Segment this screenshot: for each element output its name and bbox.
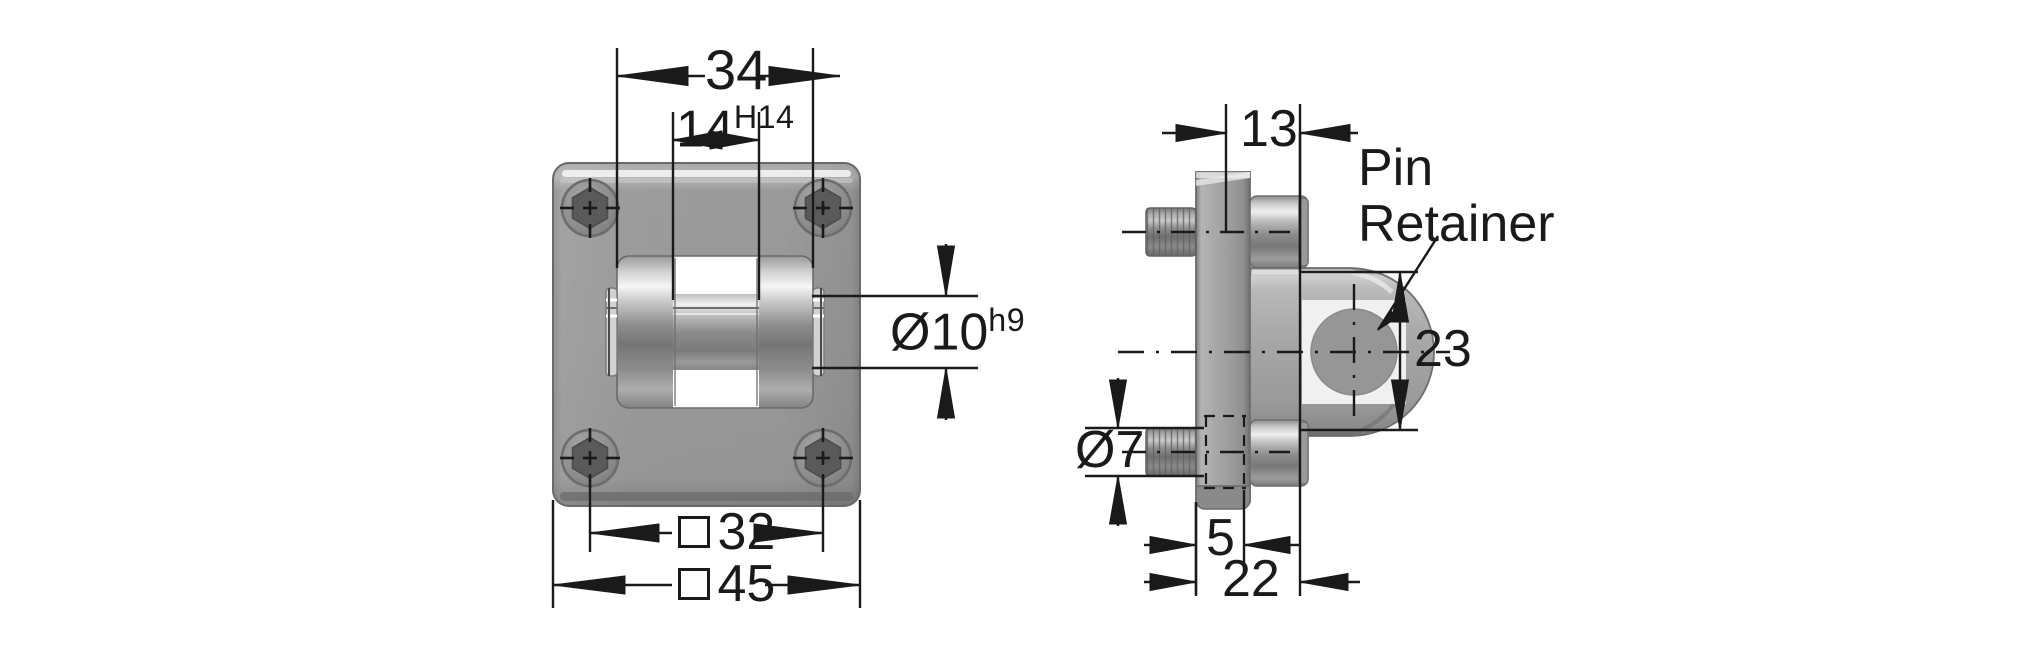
dim-dia7 [1085,378,1204,526]
dim-label-dia7: Ø7 [1075,421,1145,479]
square-symbol-icon-2 [678,567,711,600]
dim-dia10 [812,244,978,420]
dim-label-34: 34 [705,38,768,101]
pin-retainer-left [605,287,618,377]
pin-retainer-annotation: Pin Retainer [1358,140,1555,252]
dim-label-dia10-value: Ø10 [890,303,989,362]
square-symbol-icon [678,515,711,548]
centre-lines [1118,230,1450,454]
dim-22 [1144,132,1360,596]
dim-14 [671,112,761,300]
pin-retainer-right [812,287,825,377]
bolt-bottom-left [560,428,620,488]
pin-retainer-line-1: Pin [1358,139,1434,197]
dim-45 [551,500,862,608]
dim-label-dia10-tolerance: h9 [988,302,1026,338]
dim-label-45: 45 [678,558,775,610]
dim-label-14: 14H14 [676,101,794,155]
dim-label-13: 13 [1240,100,1298,158]
dim-32 [588,486,825,552]
hidden-bore-outline [1204,414,1246,490]
bolt-group [560,178,853,488]
dim-label-14-value: 14 [676,100,734,159]
dim-34 [615,48,841,268]
bolt-top-right [793,178,853,238]
dim-label-23: 23 [1414,320,1472,378]
dim-label-14-tolerance: H14 [733,99,795,135]
dim-label-32: 32 [678,506,775,558]
pin-retainer-leader [1376,235,1440,331]
bolt-bottom-right [793,428,853,488]
dim-label-5: 5 [1206,509,1235,567]
front-view-geometry [552,162,861,507]
bolt-top-left [560,178,620,238]
dim-label-22: 22 [1222,550,1280,608]
pin-retainer-line-2: Retainer [1358,195,1555,254]
dim-label-45-value: 45 [717,555,776,613]
dim-label-dia10: Ø10h9 [890,304,1025,358]
dim-label-32-value: 32 [717,503,776,561]
dimension-lines [551,48,1440,608]
hinge-barrel [605,255,825,409]
